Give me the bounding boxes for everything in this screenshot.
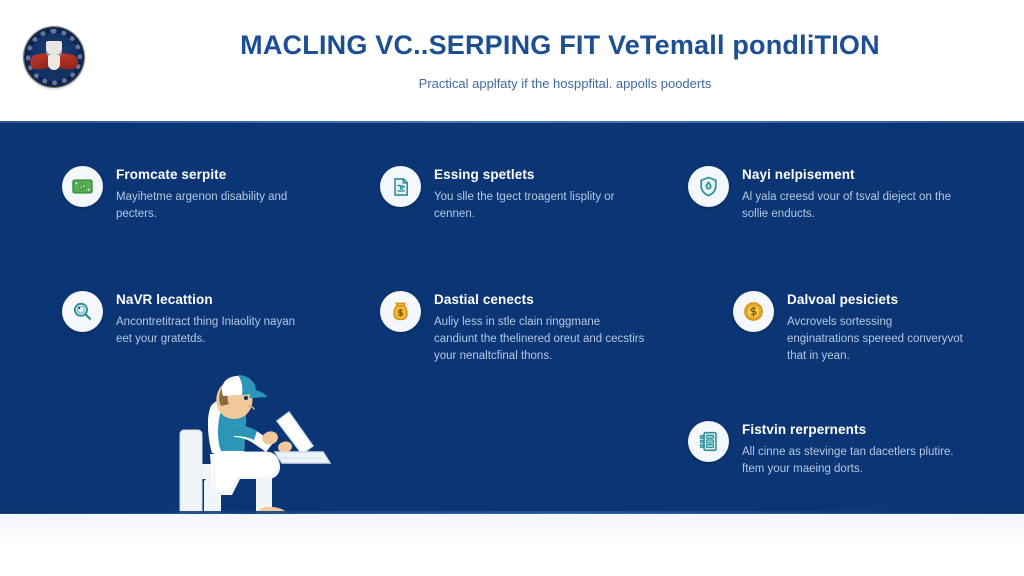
card-icon-badge — [62, 291, 103, 332]
header-divider — [0, 121, 1024, 123]
card-description: All cinne as stevinge tan dacetlers plut… — [742, 445, 954, 476]
feature-card-navr-lecattion[interactable]: NaVR lecattion Ancontretitract thing Ini… — [62, 291, 312, 348]
feature-card-fromcate-serpite[interactable]: Fromcate serpite Mayihetme argenon disab… — [62, 166, 327, 223]
feature-card-nayi-nelpisement[interactable]: Nayi nelpisement Al yala creesd vour of … — [688, 166, 963, 223]
money-bag-icon — [393, 302, 408, 321]
page-subtitle: Practical applfaty if the hosppfital. ap… — [418, 75, 712, 91]
card-description: Mayihetme argenon disability and pecters… — [116, 190, 288, 221]
card-icon-badge — [733, 291, 774, 332]
card-icon-badge — [380, 291, 421, 332]
dollar-coin-icon — [744, 302, 763, 321]
content-panel — [0, 123, 1024, 513]
department-seal-icon — [24, 27, 84, 87]
card-description: You slle the tgect troagent lisplity or … — [434, 190, 615, 221]
card-icon-badge — [688, 421, 729, 462]
card-title: Dastial cenects — [434, 292, 534, 307]
card-title: Nayi nelpisement — [742, 167, 855, 182]
page-title: MACLING VC..SERPING FIT VeTemall pondliT… — [240, 30, 880, 60]
poster-footer — [0, 514, 1024, 576]
card-title: Dalvoal pesiciets — [787, 292, 899, 307]
card-description: Ancontretitract thing Iniaolity nayan ee… — [116, 315, 295, 346]
seal-urn — [48, 55, 60, 70]
card-body: NaVR lecattion Ancontretitract thing Ini… — [116, 291, 312, 348]
card-body: Essing spetlets You slle the tgect troag… — [434, 166, 645, 223]
card-title: Essing spetlets — [434, 167, 535, 182]
card-body: Nayi nelpisement Al yala creesd vour of … — [742, 166, 963, 223]
checklist-icon — [699, 431, 717, 452]
card-description: Al yala creesd vour of tsval dieject on … — [742, 190, 952, 221]
seal-ring-text — [26, 29, 82, 85]
magnifier-icon — [73, 302, 92, 320]
feature-card-dastial-cenects[interactable]: Dastial cenects Auliy less in stle clain… — [380, 291, 645, 366]
document-claim-icon — [393, 177, 408, 196]
card-icon-badge — [62, 166, 103, 207]
card-description: Avcrovels sortessing enginatrations sper… — [787, 315, 963, 363]
card-body: Dastial cenects Auliy less in stle clain… — [434, 291, 645, 366]
header-text-block: MACLING VC..SERPING FIT VeTemall pondliT… — [150, 30, 990, 91]
feature-card-essing-spetlets[interactable]: Essing spetlets You slle the tgect troag… — [380, 166, 645, 223]
card-body: Fromcate serpite Mayihetme argenon disab… — [116, 166, 327, 223]
card-description: Auliy less in stle clain ringgmane candi… — [434, 315, 645, 363]
card-icon-badge — [688, 166, 729, 207]
feature-card-dalvoal-pesiciets[interactable]: Dalvoal pesiciets Avcrovels sortessing e… — [733, 291, 963, 366]
feature-card-fistvin-rerpernents[interactable]: Fistvin rerpernents All cinne as steving… — [688, 421, 963, 478]
person-at-laptop-illustration — [168, 368, 358, 533]
card-title: Fistvin rerpernents — [742, 422, 867, 437]
shield-icon — [700, 176, 717, 197]
card-body: Dalvoal pesiciets Avcrovels sortessing e… — [787, 291, 963, 366]
panel-bottom-divider — [0, 511, 1024, 514]
card-title: Fromcate serpite — [116, 167, 227, 182]
card-title: NaVR lecattion — [116, 292, 213, 307]
card-body: Fistvin rerpernents All cinne as steving… — [742, 421, 963, 478]
seal-shield — [46, 41, 62, 58]
money-bill-icon — [72, 179, 93, 194]
poster-header: MACLING VC..SERPING FIT VeTemall pondliT… — [0, 0, 1024, 123]
card-icon-badge — [380, 166, 421, 207]
